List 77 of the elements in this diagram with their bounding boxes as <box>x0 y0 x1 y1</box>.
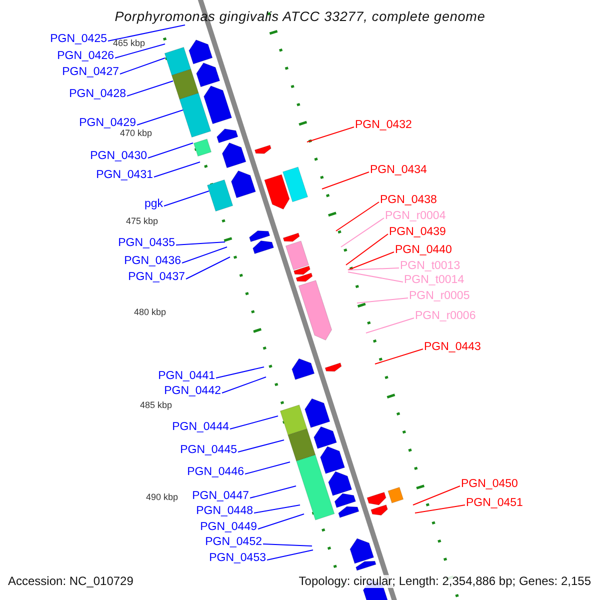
title: Porphyromonas gingivalis ATCC 33277, complete genome <box>114 10 486 23</box>
leader-line <box>250 486 296 498</box>
leader-line <box>266 550 314 560</box>
gene-label: PGN_0428 <box>69 88 126 101</box>
gene-label: PGN_0436 <box>124 255 181 268</box>
gene-label: PGN_0443 <box>424 341 481 354</box>
leader-line <box>356 298 408 304</box>
leader-line <box>154 162 200 178</box>
gene-label: PGN_t0013 <box>400 260 460 273</box>
gene-label: PGN_0437 <box>128 271 185 284</box>
gene-label: PGN_0452 <box>205 536 262 549</box>
scale-label: 480 kbp <box>134 307 166 317</box>
leader-line <box>120 58 166 74</box>
leader-line <box>348 272 404 282</box>
leader-line <box>230 416 278 430</box>
gene-label: PGN_0425 <box>50 33 107 46</box>
leader-line <box>176 242 226 246</box>
scale-label: 465 kbp <box>112 38 145 48</box>
leader-line <box>348 252 394 270</box>
scale-label: 475 kbp <box>126 216 158 226</box>
gene-label: PGN_0432 <box>355 119 412 132</box>
gene-label: PGN_0440 <box>395 244 452 257</box>
gene-label: PGN_r0005 <box>409 290 470 303</box>
leader-line <box>216 366 264 378</box>
leader-line <box>340 218 384 248</box>
leader-line <box>244 462 290 474</box>
gene-label: PGN_0441 <box>158 370 215 383</box>
leader-line <box>254 504 300 514</box>
gene-label: PGN_0453 <box>209 552 266 565</box>
gene-label: PGN_0448 <box>196 505 253 518</box>
leader-line <box>136 110 184 126</box>
leader-line <box>222 376 266 394</box>
gene-label: PGN_0449 <box>200 521 257 534</box>
genome-summary-text: Topology: circular; Length: 2,354,886 bp; Genes: 2,155 <box>298 575 591 588</box>
leader-line <box>238 440 284 452</box>
accession-text: Accession: NC_010729 <box>8 575 134 588</box>
gene-label: PGN_r0004 <box>385 210 446 223</box>
gene-label: PGN_0429 <box>79 117 136 130</box>
leader-line <box>374 348 424 364</box>
gene-label: PGN_0431 <box>96 169 153 182</box>
leader-line <box>412 486 460 506</box>
leader-line <box>114 44 166 58</box>
leader-line <box>262 544 312 546</box>
gene-label: PGN_0445 <box>180 444 237 457</box>
leader-line <box>346 234 388 266</box>
gene-label: PGN_0438 <box>380 194 437 207</box>
leader-line <box>164 190 210 206</box>
gene-label: PGN_0442 <box>164 385 221 398</box>
gene-label: PGN_0427 <box>62 66 119 79</box>
leader-line <box>126 80 174 96</box>
leader-line <box>182 246 228 264</box>
gene-label: PGN_0435 <box>118 237 175 250</box>
leader-line <box>366 318 414 334</box>
gene-label: pgk <box>144 198 163 211</box>
gene-label: PGN_r0006 <box>415 310 476 323</box>
leader-line <box>414 504 466 514</box>
leader-line <box>348 268 400 270</box>
scale-label: 490 kbp <box>146 492 178 502</box>
leader-line <box>148 142 194 158</box>
gene-label: PGN_0430 <box>90 150 147 163</box>
gene-label: PGN_0426 <box>57 50 114 63</box>
leader-line <box>306 126 354 142</box>
gene-label: PGN_0434 <box>370 164 427 177</box>
leader-line <box>186 256 230 280</box>
gene-label: PGN_0446 <box>187 466 244 479</box>
scale-label: 470 kbp <box>120 128 152 138</box>
scale-label: 485 kbp <box>140 400 172 410</box>
leader-line <box>108 24 186 42</box>
gene-label: PGN_0439 <box>389 226 446 239</box>
gene-label: PGN_0450 <box>461 478 518 491</box>
leader-line <box>336 202 380 232</box>
leader-line <box>258 514 304 530</box>
gene-label: PGN_0444 <box>172 421 229 434</box>
gene-label: PGN_0447 <box>192 490 249 503</box>
leader-line <box>322 172 370 190</box>
gene-label: PGN_0451 <box>466 497 523 510</box>
gene-label: PGN_t0014 <box>404 274 464 287</box>
